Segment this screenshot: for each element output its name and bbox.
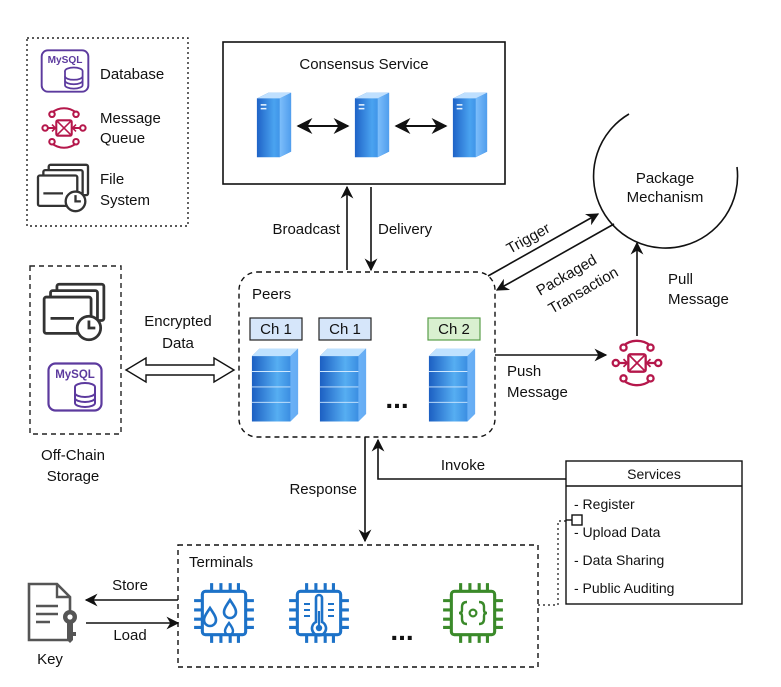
channel-label: Ch 1 [329,321,361,338]
channel-badge [318,317,372,341]
orderer-server-icon [256,92,292,158]
legend-queue-label: Queue [100,130,145,147]
service-item: - Data Sharing [574,552,664,568]
storage-label: Storage [47,468,100,485]
message-queue-icon [611,339,663,387]
channel-label: Ch 1 [260,321,292,338]
legend-message-label: Message [100,110,161,127]
file-system-icon [42,282,106,342]
iot-chip-icon [441,581,505,645]
off-chain-storage-box: Off-Chain Storage [29,265,122,485]
humidity-sensor-chip-icon [192,581,256,645]
packaged-transaction-arrow [495,223,615,291]
legend-system-label: System [100,192,150,209]
pull-label: Pull [668,271,693,288]
off-chain-label: Off-Chain [41,447,105,464]
channel-label: Ch 2 [438,321,470,338]
temperature-sensor-chip-icon [287,581,351,645]
legend-box: Database Message Queue File System [26,37,189,227]
peers-box: Peers Ch 1 Ch 1 Ch 2 ... [238,271,496,438]
trigger-label: Trigger [504,220,553,258]
invoke-arrow [371,438,566,480]
terminals-title: Terminals [189,554,253,571]
peers-ellipsis: ... [385,383,408,414]
services-box: Services - Register - Upload Data - Data… [565,460,743,605]
encrypted-data-label: Data [162,335,194,352]
package-mechanism-node: Package Mechanism [592,113,739,249]
terminals-box: Terminals ... [177,544,539,668]
invoke-label: Invoke [441,457,485,474]
pull-message-label: Message [668,291,729,308]
services-dependency-link [538,520,566,606]
push-message-label: Message [507,384,568,401]
mechanism-label: Mechanism [627,189,704,206]
peer-node-icon [251,347,299,423]
legend-database-label: Database [100,66,164,83]
peers-title: Peers [252,286,291,303]
message-queue-icon [41,107,87,149]
delivery-label: Delivery [378,221,433,238]
store-label: Store [112,577,148,594]
service-item: - Register [574,496,635,512]
services-title: Services [627,466,681,482]
load-label: Load [113,627,146,644]
broadcast-label: Broadcast [272,221,340,238]
peer-node-icon [428,347,476,423]
file-system-icon [36,163,90,213]
push-label: Push [507,363,541,380]
consensus-service-box: Consensus Service [222,41,506,185]
service-item: - Public Auditing [574,580,674,596]
trigger-arrow [487,213,600,277]
key-document-icon [27,582,77,643]
encrypted-label: Encrypted [144,313,212,330]
key-label: Key [37,651,63,668]
orderer-server-icon [452,92,488,158]
mysql-database-icon [47,362,103,412]
package-label: Package [636,170,694,187]
mysql-database-icon [40,49,90,93]
orderer-server-icon [354,92,390,158]
response-label: Response [289,481,357,498]
peer-node-icon [319,347,367,423]
encrypted-data-arrow [124,356,236,384]
consensus-service-title: Consensus Service [299,56,428,73]
terminals-ellipsis: ... [390,615,413,646]
service-item: - Upload Data [574,524,661,540]
port-square-icon [571,514,583,526]
legend-file-label: File [100,171,124,188]
channel-badge [427,317,481,341]
channel-badge [249,317,303,341]
